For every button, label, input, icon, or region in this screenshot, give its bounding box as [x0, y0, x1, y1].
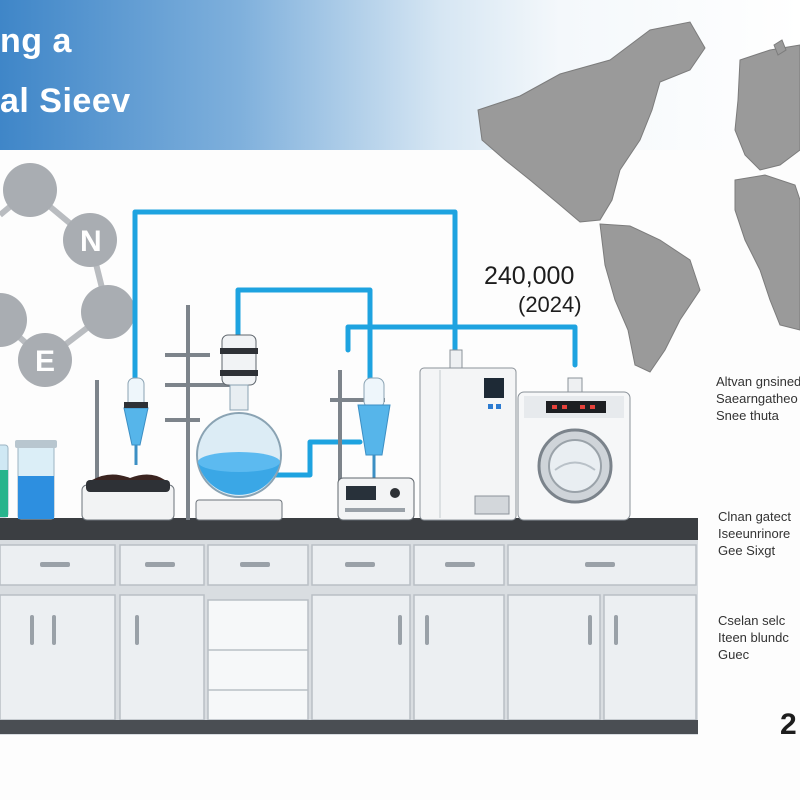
side-note-3: Cselan selc Iteen blundc Guec: [718, 613, 789, 662]
side-note-2: Clnan gatect Iseeunrinore Gee Sixgt: [718, 509, 791, 558]
molecule-atom: [18, 333, 72, 387]
edge-number: 2: [780, 708, 797, 741]
analyzer-device: [337, 477, 415, 521]
countertop: [0, 518, 698, 540]
reactor-flask-icon: [195, 334, 283, 521]
sample-jars: [0, 440, 57, 520]
instrument-cabinet: [419, 367, 517, 521]
molecule-icon: N E: [0, 163, 135, 387]
hot-plate: [81, 474, 175, 521]
tubing: [132, 209, 578, 478]
side-note-1: Altvan gnsined Saearngatheo Snee thuta: [716, 374, 800, 423]
molecule-atom: [81, 285, 135, 339]
dropping-funnel: [357, 377, 391, 480]
atom-label-n: N: [80, 225, 102, 258]
title-line-2: al Sieev: [0, 82, 131, 120]
molecule-atom: [3, 163, 57, 217]
stat-value: 240,000: [484, 262, 575, 290]
stat-year: (2024): [518, 292, 582, 317]
world-map-icon: [477, 21, 800, 373]
lab-bench: [0, 518, 698, 735]
title-line-1: ng a: [0, 22, 72, 60]
sieve-washer-icon: [517, 377, 631, 521]
separatory-funnel: [123, 377, 149, 465]
molecule-atom: [63, 213, 117, 267]
molecule-atom: [0, 293, 27, 347]
ring-stand: [95, 305, 385, 520]
atom-label-e: E: [35, 345, 55, 378]
